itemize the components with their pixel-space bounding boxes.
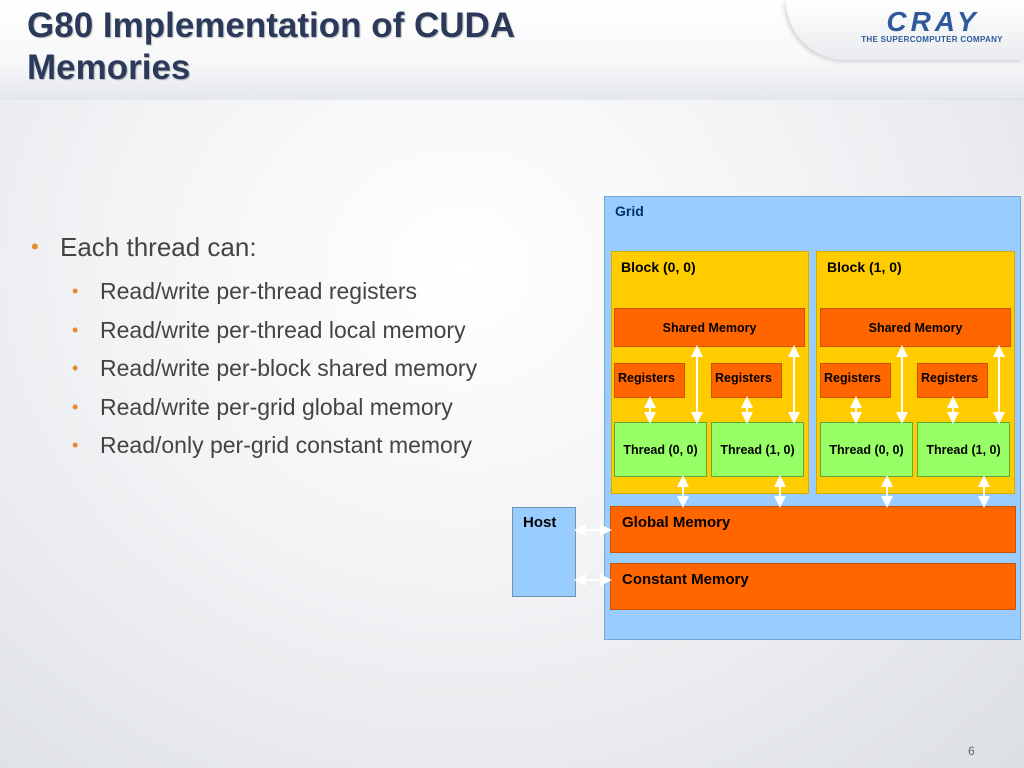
thread-box: Thread (1, 0) (917, 422, 1010, 477)
logo-tagline: THE SUPERCOMPUTER COMPANY (861, 35, 1003, 44)
bullet-item-text: Read/only per-grid constant memory (100, 432, 472, 458)
shared-memory: Shared Memory (820, 308, 1011, 347)
host-box: Host (512, 507, 576, 597)
slide-title: G80 Implementation of CUDA Memories (27, 6, 514, 87)
page-number: 6 (968, 744, 975, 758)
registers-box: Registers (820, 363, 891, 398)
bullet-dot-icon: • (72, 358, 79, 378)
bullet-item-text: Read/write per-thread local memory (100, 316, 466, 343)
global-memory: Global Memory (610, 506, 1016, 553)
bullet-item: • Read/only per-grid constant memory (68, 426, 588, 465)
constant-memory: Constant Memory (610, 563, 1016, 610)
bullet-main: • Each thread can: (28, 228, 588, 266)
logo-panel (786, 0, 1024, 60)
bullet-item: • Read/write per-block shared memory (68, 349, 588, 388)
registers-box: Registers (614, 363, 685, 398)
block-label: Block (0, 0) (621, 259, 696, 275)
bullet-item-text: Read/write per-thread registers (100, 278, 418, 304)
bullet-dot-icon: • (72, 435, 79, 455)
grid-label: Grid (615, 203, 644, 219)
thread-box: Thread (0, 0) (614, 422, 707, 477)
bullet-dot-icon: • (72, 319, 79, 340)
cray-logo: CRAY (886, 6, 980, 37)
bullet-dot-icon: • (72, 281, 79, 301)
bullet-dot-icon: • (31, 234, 39, 259)
thread-box: Thread (0, 0) (820, 422, 913, 477)
thread-box: Thread (1, 0) (711, 422, 804, 477)
registers-box: Registers (711, 363, 782, 398)
bullet-item-text: Read/write per-block shared memory (100, 355, 478, 381)
bullet-item-text: Read/write per-grid global memory (100, 393, 453, 420)
bullet-item: • Read/write per-thread local memory (68, 311, 588, 350)
bullet-item: • Read/write per-grid global memory (68, 388, 588, 427)
header-shade (0, 60, 1024, 100)
registers-box: Registers (917, 363, 988, 398)
bullet-dot-icon: • (72, 396, 79, 417)
bullet-list: • Each thread can: • Read/write per-thre… (28, 228, 588, 465)
block-label: Block (1, 0) (827, 259, 902, 275)
bullet-main-text: Each thread can: (60, 232, 257, 262)
bullet-item: • Read/write per-thread registers (68, 272, 588, 311)
shared-memory: Shared Memory (614, 308, 805, 347)
